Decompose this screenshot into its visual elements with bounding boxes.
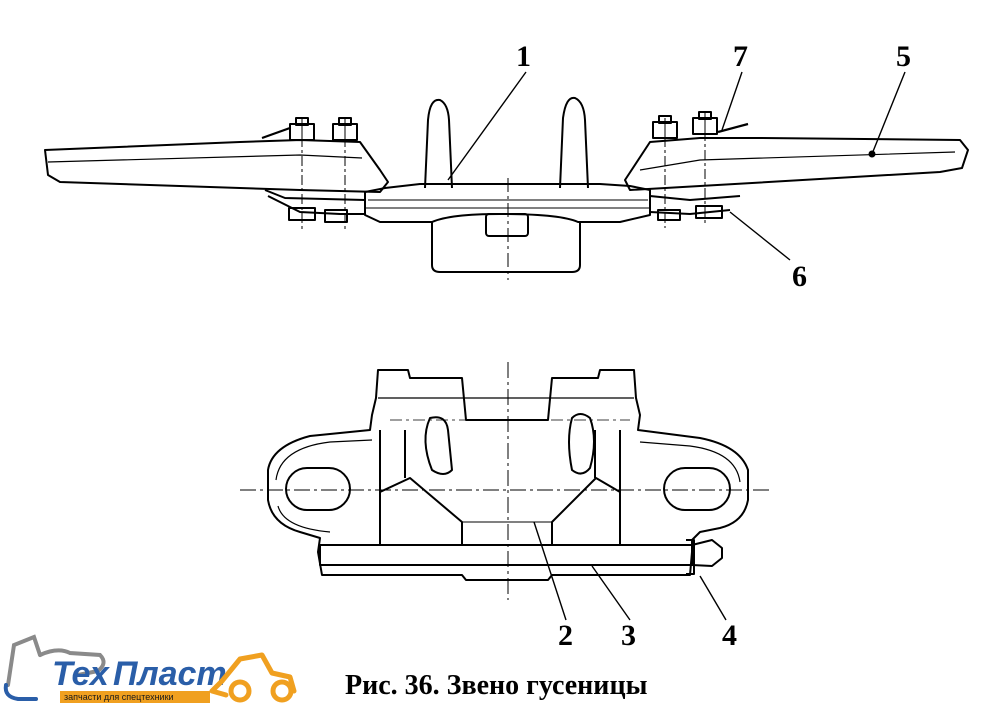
link-lower-block xyxy=(431,222,581,273)
loader-icon xyxy=(209,652,297,703)
slot-left xyxy=(285,467,351,511)
logo-name-part2: Пласт xyxy=(113,655,227,693)
callout-2: 2 xyxy=(558,619,573,652)
excavator-icon xyxy=(3,634,106,701)
slot-right xyxy=(663,467,731,511)
bolt-nut-right-2 xyxy=(692,111,718,135)
callout-4: 4 xyxy=(722,619,737,652)
callout-1: 1 xyxy=(516,40,531,73)
callout-5: 5 xyxy=(896,40,911,73)
track-pin xyxy=(319,544,693,566)
bolt-nut-left-2 xyxy=(332,117,358,141)
shoe-left-wing xyxy=(44,139,389,193)
shoe-side-view xyxy=(44,96,969,280)
leader-lines xyxy=(447,71,906,621)
cutout-right xyxy=(568,413,595,475)
logo-name-part1: Тех xyxy=(52,655,111,693)
callout-7: 7 xyxy=(733,40,748,73)
company-logo: Тех Пласт запчасти для спецтехники xyxy=(3,634,297,703)
cutout-left xyxy=(424,416,453,475)
logo-tagline: запчасти для спецтехники xyxy=(64,692,174,702)
grouser-right xyxy=(559,96,589,189)
link-outline xyxy=(267,369,749,581)
bolt-nut-left-1 xyxy=(289,117,315,141)
shoe-right-wing xyxy=(624,137,969,191)
bolt-nut-right-1 xyxy=(652,115,678,139)
grouser-left xyxy=(424,98,453,189)
callout-6: 6 xyxy=(792,260,807,293)
callout-3: 3 xyxy=(621,619,636,652)
figure-caption: Рис. 36. Звено гусеницы xyxy=(345,670,648,701)
link-plan-view xyxy=(240,362,770,600)
